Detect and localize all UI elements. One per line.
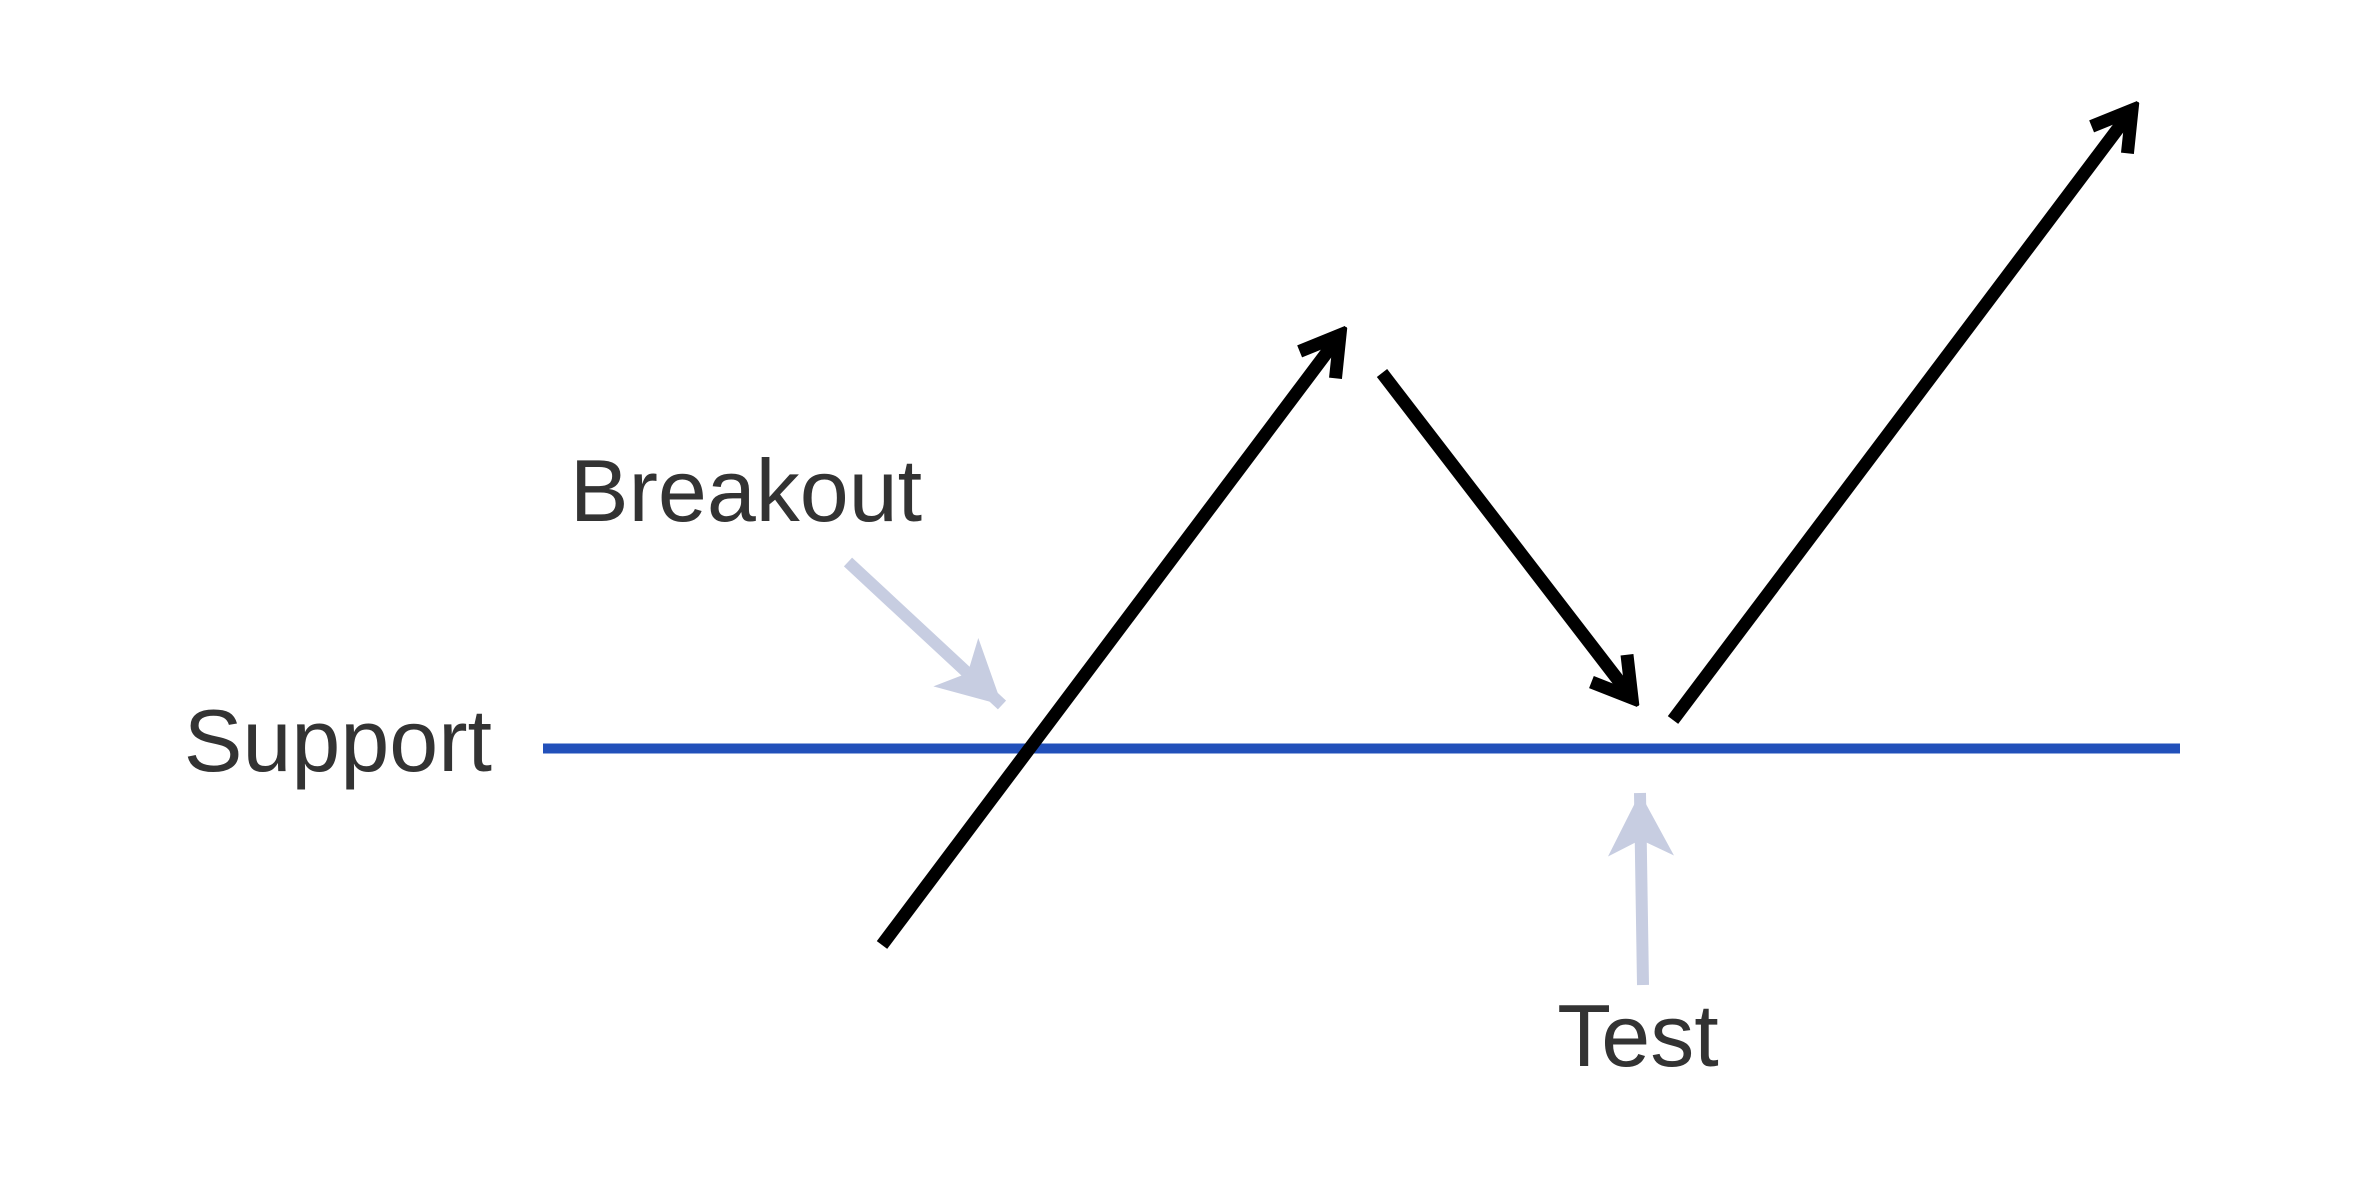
price-leg-breakout-up-arrow: [876, 335, 1340, 949]
test-label: Test: [1557, 986, 1718, 1085]
breakout-label: Breakout: [570, 441, 922, 540]
test-pointer-arrow: [1607, 792, 1674, 986]
price-leg-pullback-down-arrow: [1376, 369, 1632, 698]
price-leg-continuation-up-arrow: [1667, 110, 2132, 724]
breakout-pointer-arrow: [843, 557, 1007, 710]
support-label: Support: [184, 691, 492, 790]
